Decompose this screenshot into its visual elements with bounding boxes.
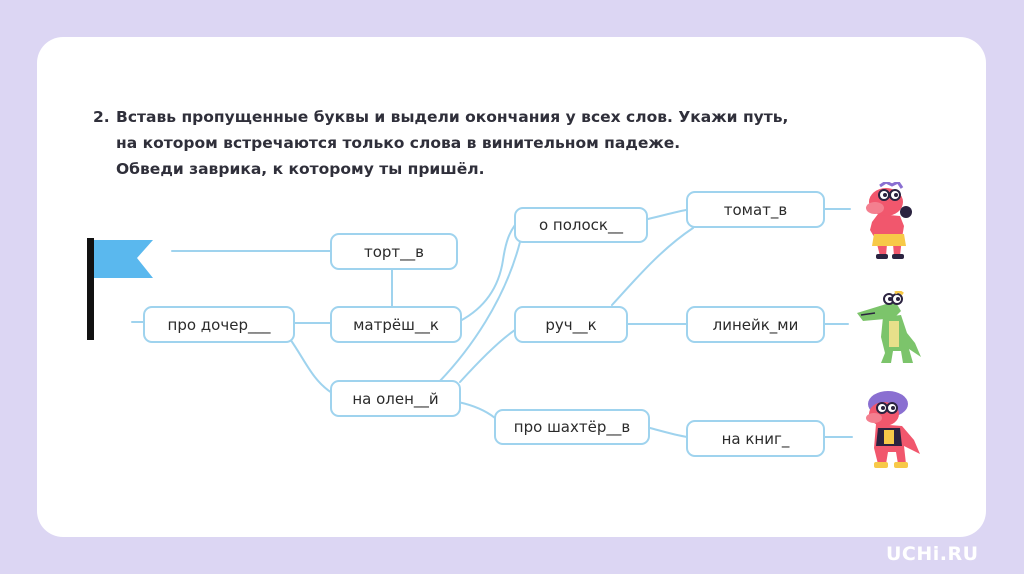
flag-icon [87,238,153,340]
link-olen-ruch [459,329,516,383]
node-tort[interactable]: торт__в [330,233,458,270]
node-na-knig[interactable]: на книг_ [686,420,825,457]
link-shakhter-knig [649,427,688,438]
link-olen-polosk [437,241,521,384]
node-na-olen[interactable]: на олен__й [330,380,461,417]
link-polosk-tomat [647,209,687,220]
task-number: 2. [93,108,110,126]
task-line-1: Вставь пропущенные буквы и выдели оконча… [116,108,789,126]
link-olen-shakhter [457,401,496,419]
node-matryosh[interactable]: матрёш__к [330,306,462,343]
pink-dino-icon[interactable] [858,182,916,262]
link-matryosh-polosk [459,224,516,322]
green-dino-icon[interactable] [855,291,925,367]
task-line-3: Обведи заврика, к которому ты пришёл. [116,160,485,178]
node-lineik[interactable]: линейк_ми [686,306,825,343]
node-tomat[interactable]: томат_в [686,191,825,228]
task-line-2: на котором встречаются только слова в ви… [116,134,681,152]
node-ruch[interactable]: руч__к [514,306,628,343]
node-pro-shakhter[interactable]: про шахтёр__в [494,409,650,445]
link-docher-olen [289,338,333,394]
content-card [37,37,986,537]
link-ruch-tomat [611,227,694,306]
brand-logo: UCHi.RU [886,543,979,565]
node-pro-docher[interactable]: про дочер___ [143,306,295,343]
purple-dino-icon[interactable] [858,388,926,472]
node-o-polosk[interactable]: о полоск__ [514,207,648,243]
